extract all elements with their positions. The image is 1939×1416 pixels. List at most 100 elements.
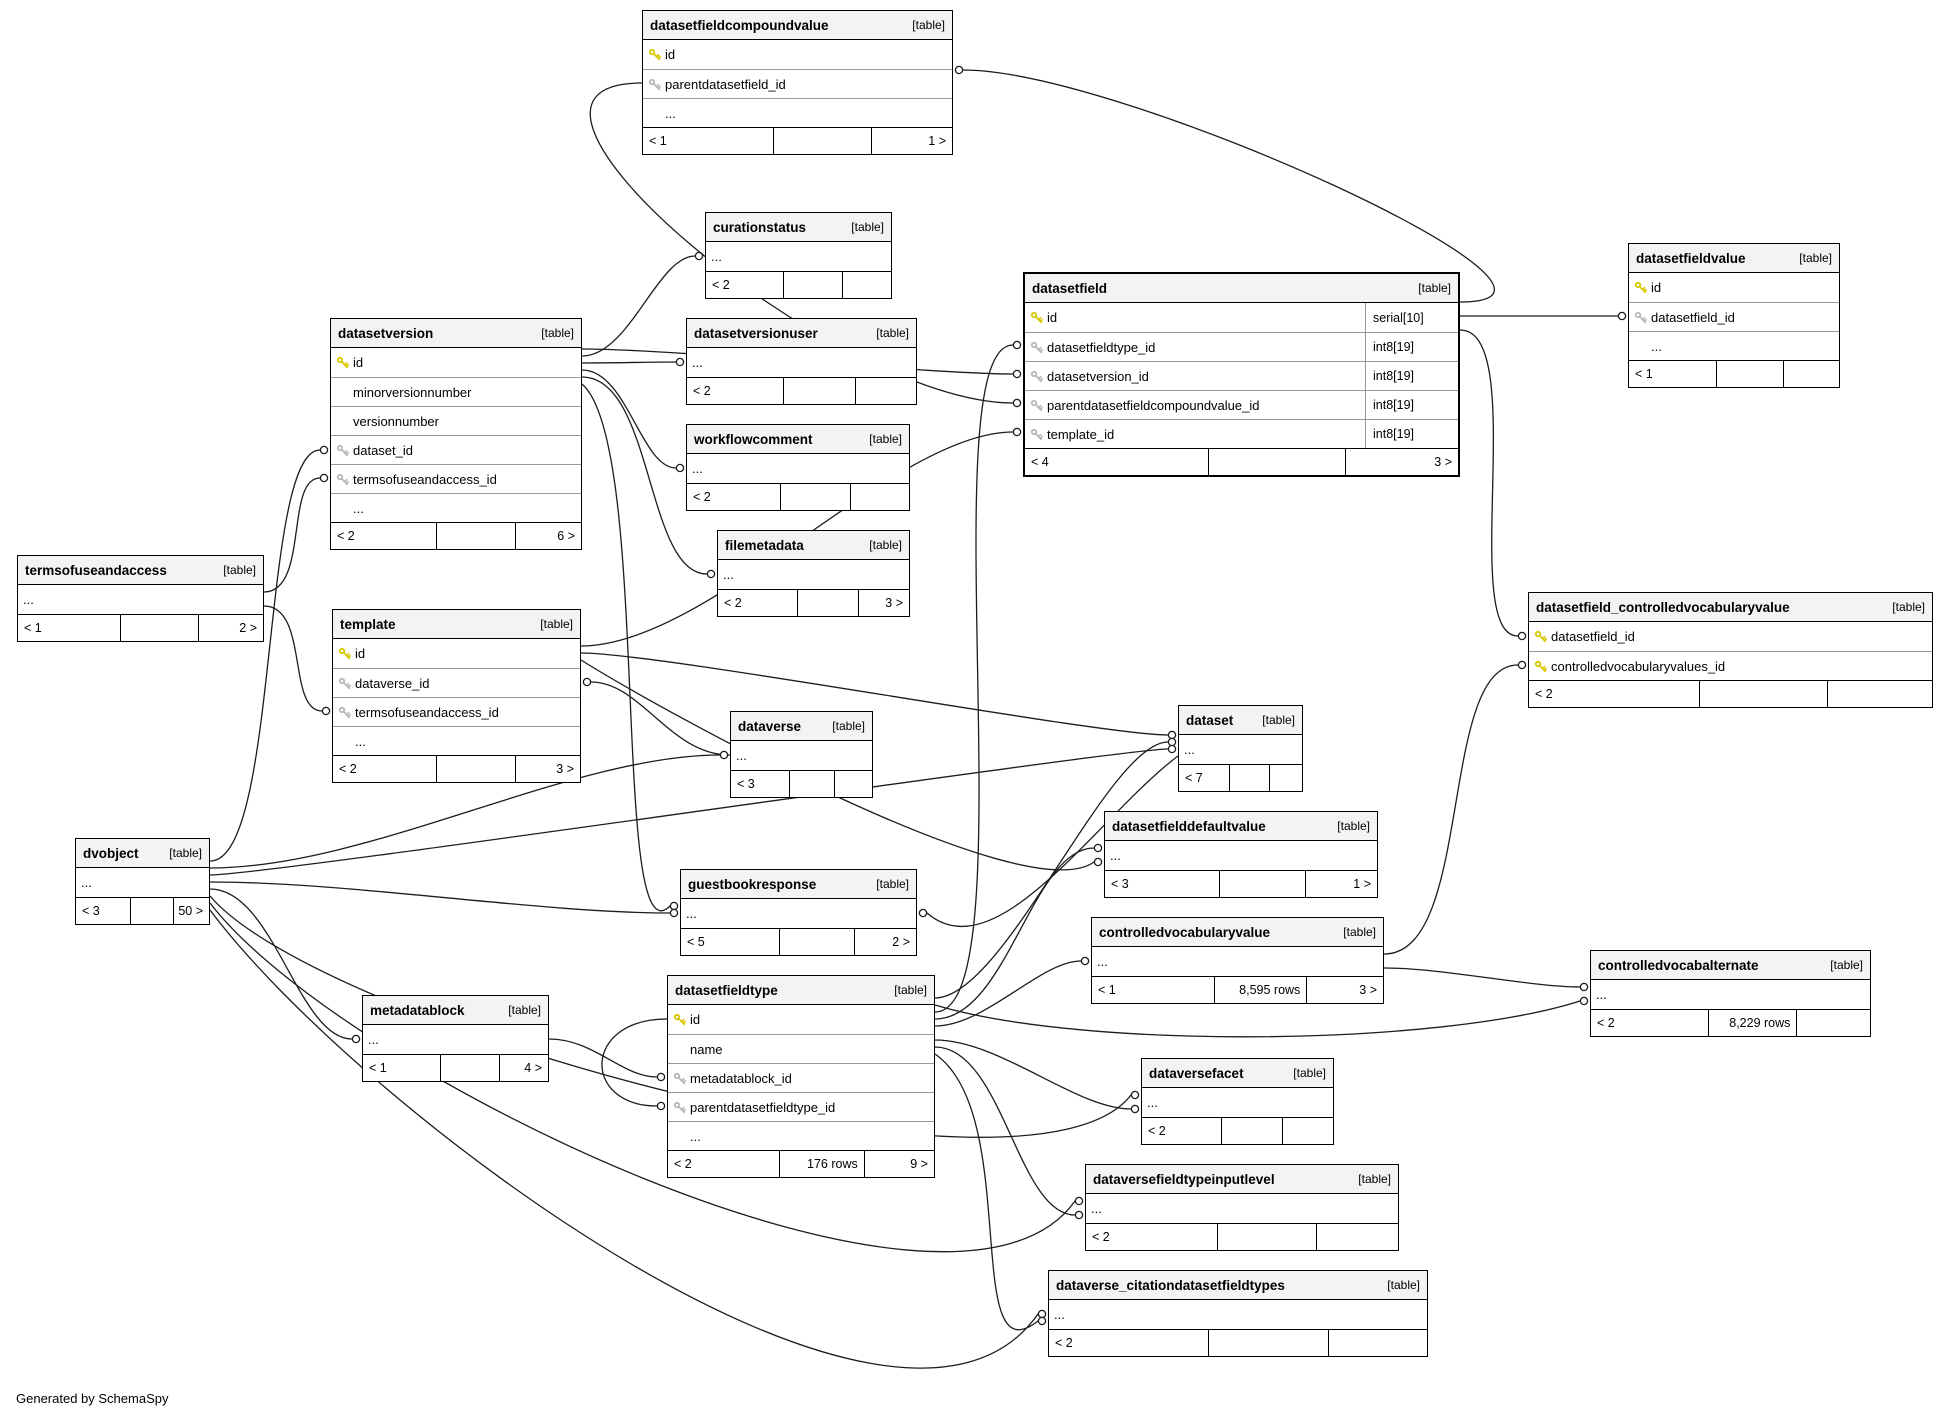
table-dataset[interactable]: dataset [table] ... < 7 [1178, 705, 1303, 792]
rows-count [1208, 449, 1345, 475]
relationship-datasetversion-to-datasetversionuser [581, 361, 684, 364]
children-count [1796, 1010, 1870, 1036]
column-name: id [1047, 310, 1058, 325]
table-tag: [table] [876, 326, 909, 340]
column-ellipsis: ... [1629, 331, 1839, 360]
table-dataversefieldtypeinputlevel[interactable]: dataversefieldtypeinputlevel [table] ...… [1085, 1164, 1399, 1251]
table-controlledvocabalternate[interactable]: controlledvocabalternate [table] ... < 2… [1590, 950, 1871, 1037]
table-datasetversionuser[interactable]: datasetversionuser [table] ... < 2 [686, 318, 917, 405]
relationship-dvobject-to-metadatablock [209, 888, 360, 1040]
column-name: ... [355, 733, 366, 749]
table-curationstatus[interactable]: curationstatus [table] ... < 2 [705, 212, 892, 299]
column-name: ... [686, 906, 697, 921]
rows-count [779, 929, 854, 955]
table-title: datasetfieldcompoundvalue [650, 17, 829, 33]
table-dataverse_citationdatasetfieldtypes[interactable]: dataverse_citationdatasetfieldtypes [tab… [1048, 1270, 1428, 1357]
table-header: filemetadata [table] [718, 531, 909, 560]
children-count: 50 > [172, 898, 209, 924]
column-ellipsis: ... [331, 493, 581, 522]
relationship-datasetversion-to-filemetadata [581, 376, 715, 575]
column-name: ... [1596, 987, 1607, 1002]
column-controlledvocabularyvalues_id: controlledvocabularyvalues_id [1529, 651, 1932, 680]
relationship-dataverse-to-template [583, 681, 731, 756]
table-title: controlledvocabularyvalue [1099, 924, 1271, 940]
column-ellipsis: ... [1142, 1088, 1333, 1117]
children-count: 2 > [198, 615, 263, 641]
children-count: 9 > [863, 1151, 934, 1177]
fk-endpoint-circle [319, 473, 329, 483]
table-header: datasetversion [table] [331, 319, 581, 348]
table-datasetfield_controlledvocabularyvalue[interactable]: datasetfield_controlledvocabularyvalue [… [1528, 592, 1933, 708]
table-header: datasetversionuser [table] [687, 319, 916, 348]
table-tag: [table] [223, 563, 256, 577]
fk-endpoint-circle [1579, 996, 1589, 1006]
table-header: controlledvocabularyvalue [table] [1092, 918, 1383, 947]
table-title: workflowcomment [694, 431, 813, 447]
foreign-key-icon [1634, 311, 1651, 324]
relationship-dvobject-to-guestbookresponse [209, 881, 678, 914]
children-count: 1 > [1305, 871, 1377, 897]
table-header: guestbookresponse [table] [681, 870, 916, 899]
parents-count: < 3 [82, 904, 100, 918]
foreign-key-icon [1030, 428, 1047, 441]
column-parentdatasetfield_id: parentdatasetfield_id [643, 69, 952, 98]
column-name: parentdatasetfieldcompoundvalue_id [1047, 397, 1260, 413]
table-columns: ... [1086, 1194, 1398, 1223]
table-columns: ... [1591, 980, 1870, 1009]
table-title: curationstatus [713, 219, 807, 235]
children-count: 2 > [853, 929, 916, 955]
table-columns: ... [687, 454, 909, 483]
relationship-dvobject-to-dataverse_citationdatasetfieldtypes [209, 909, 1046, 1369]
column-name: dataset_id [353, 442, 413, 458]
column-minorversionnumber: minorversionnumber [331, 377, 581, 406]
table-header: datasetfieldvalue [table] [1629, 244, 1839, 273]
table-datasetfielddefaultvalue[interactable]: datasetfielddefaultvalue [table] ... < 3… [1104, 811, 1378, 898]
relationship-datasetversion-to-guestbookresponse [581, 383, 678, 911]
column-ellipsis: ... [687, 348, 916, 377]
table-workflowcomment[interactable]: workflowcomment [table] ... < 2 [686, 424, 910, 511]
table-controlledvocabularyvalue[interactable]: controlledvocabularyvalue [table] ... < … [1091, 917, 1384, 1004]
table-dataverse[interactable]: dataverse [table] ... < 3 [730, 711, 873, 798]
table-dataversefacet[interactable]: dataversefacet [table] ... < 2 [1141, 1058, 1334, 1145]
table-title: datasetversion [338, 325, 434, 341]
table-tag: [table] [1418, 281, 1451, 295]
table-header: metadatablock [table] [363, 996, 548, 1025]
column-datasetfield_id: datasetfield_id [1629, 302, 1839, 331]
children-count [1268, 765, 1302, 791]
relationship-template-to-datasetfielddefaultvalue [580, 659, 1102, 871]
column-name: termsofuseandaccess_id [355, 704, 499, 720]
primary-key-icon [1634, 281, 1651, 294]
table-title: dataset [1186, 712, 1234, 728]
column-ellipsis: ... [731, 741, 872, 770]
table-columns: ... [18, 585, 263, 614]
table-tag: [table] [832, 719, 865, 733]
children-count: 6 > [514, 523, 581, 549]
parents-count: < 1 [24, 621, 42, 635]
column-name: ... [692, 355, 703, 370]
table-columns: ... [681, 899, 916, 928]
column-ellipsis: ... [76, 868, 209, 897]
table-header: dataversefieldtypeinputlevel [table] [1086, 1165, 1398, 1194]
rows-count [1208, 1330, 1328, 1356]
table-title: dataverse_citationdatasetfieldtypes [1056, 1277, 1285, 1293]
parents-count: < 1 [1635, 367, 1653, 381]
column-name: minorversionnumber [353, 384, 472, 400]
